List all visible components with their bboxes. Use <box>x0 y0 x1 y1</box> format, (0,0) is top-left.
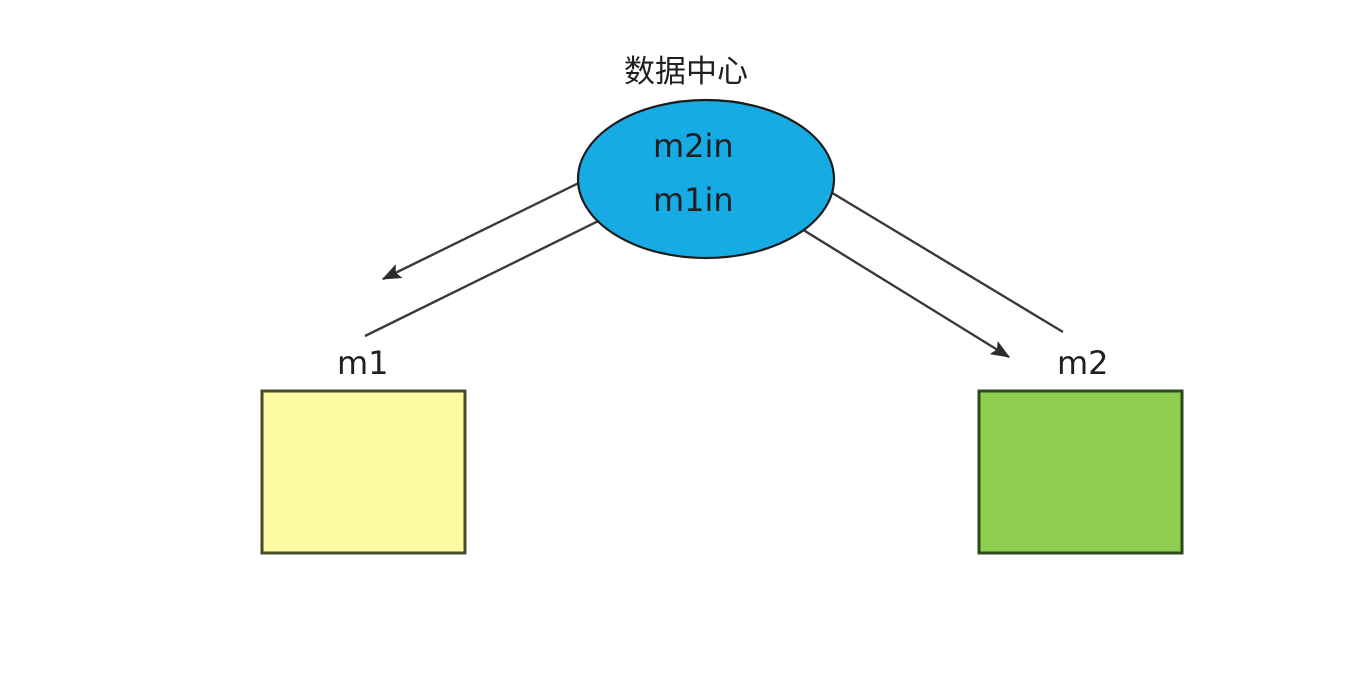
node-m1-rect[interactable] <box>260 389 467 555</box>
edge-m1-to-datacenter[interactable] <box>364 198 643 338</box>
port-label-m2in: m2in <box>653 127 734 165</box>
port-label-m1in: m1in <box>653 181 734 219</box>
node-m2-rect[interactable] <box>977 389 1184 555</box>
datacenter-ellipse[interactable] <box>576 98 836 260</box>
node-label-m1: m1 <box>337 344 389 382</box>
node-label-m2: m2 <box>1057 344 1109 382</box>
datacenter-title-label: 数据中心 <box>624 54 748 90</box>
